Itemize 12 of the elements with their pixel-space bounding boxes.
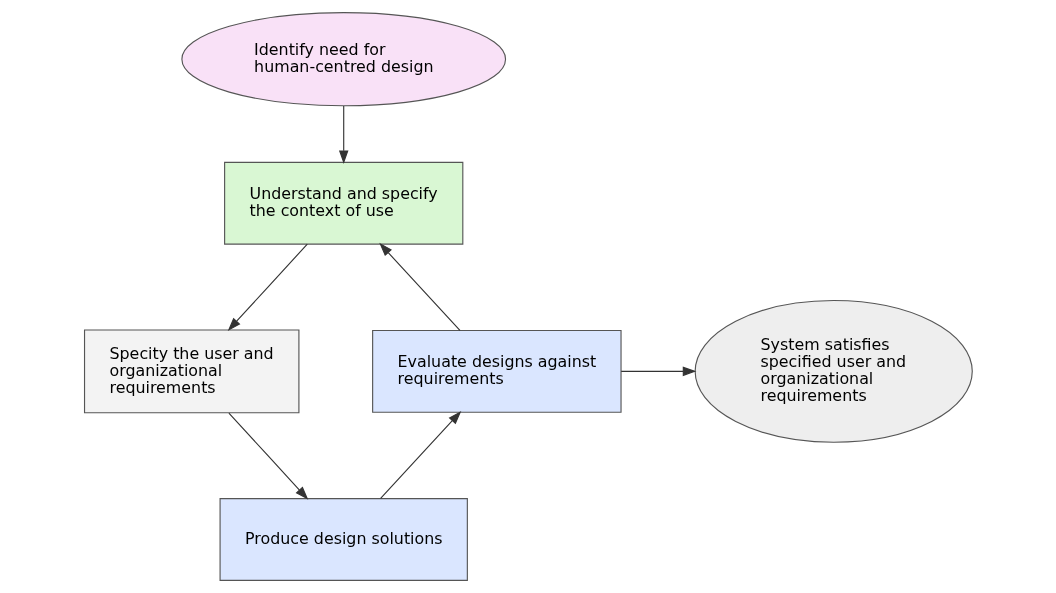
arrow xyxy=(227,412,308,500)
node-ellipse: Identify need for human-centred design xyxy=(180,12,506,107)
arrow xyxy=(378,242,460,331)
arrow xyxy=(620,366,696,377)
node-box: Understand and specify the context of use xyxy=(223,161,463,245)
node-box: Produce design solutions xyxy=(219,498,468,581)
arrow xyxy=(227,243,308,331)
arrow xyxy=(379,411,461,499)
arrow xyxy=(338,105,348,164)
node-box: Specity the user and organizational requirements xyxy=(83,329,299,414)
node-ellipse: System satisfies specified user and organizational requirements xyxy=(694,299,973,443)
node-box: Evaluate designs against requirements xyxy=(371,329,622,413)
